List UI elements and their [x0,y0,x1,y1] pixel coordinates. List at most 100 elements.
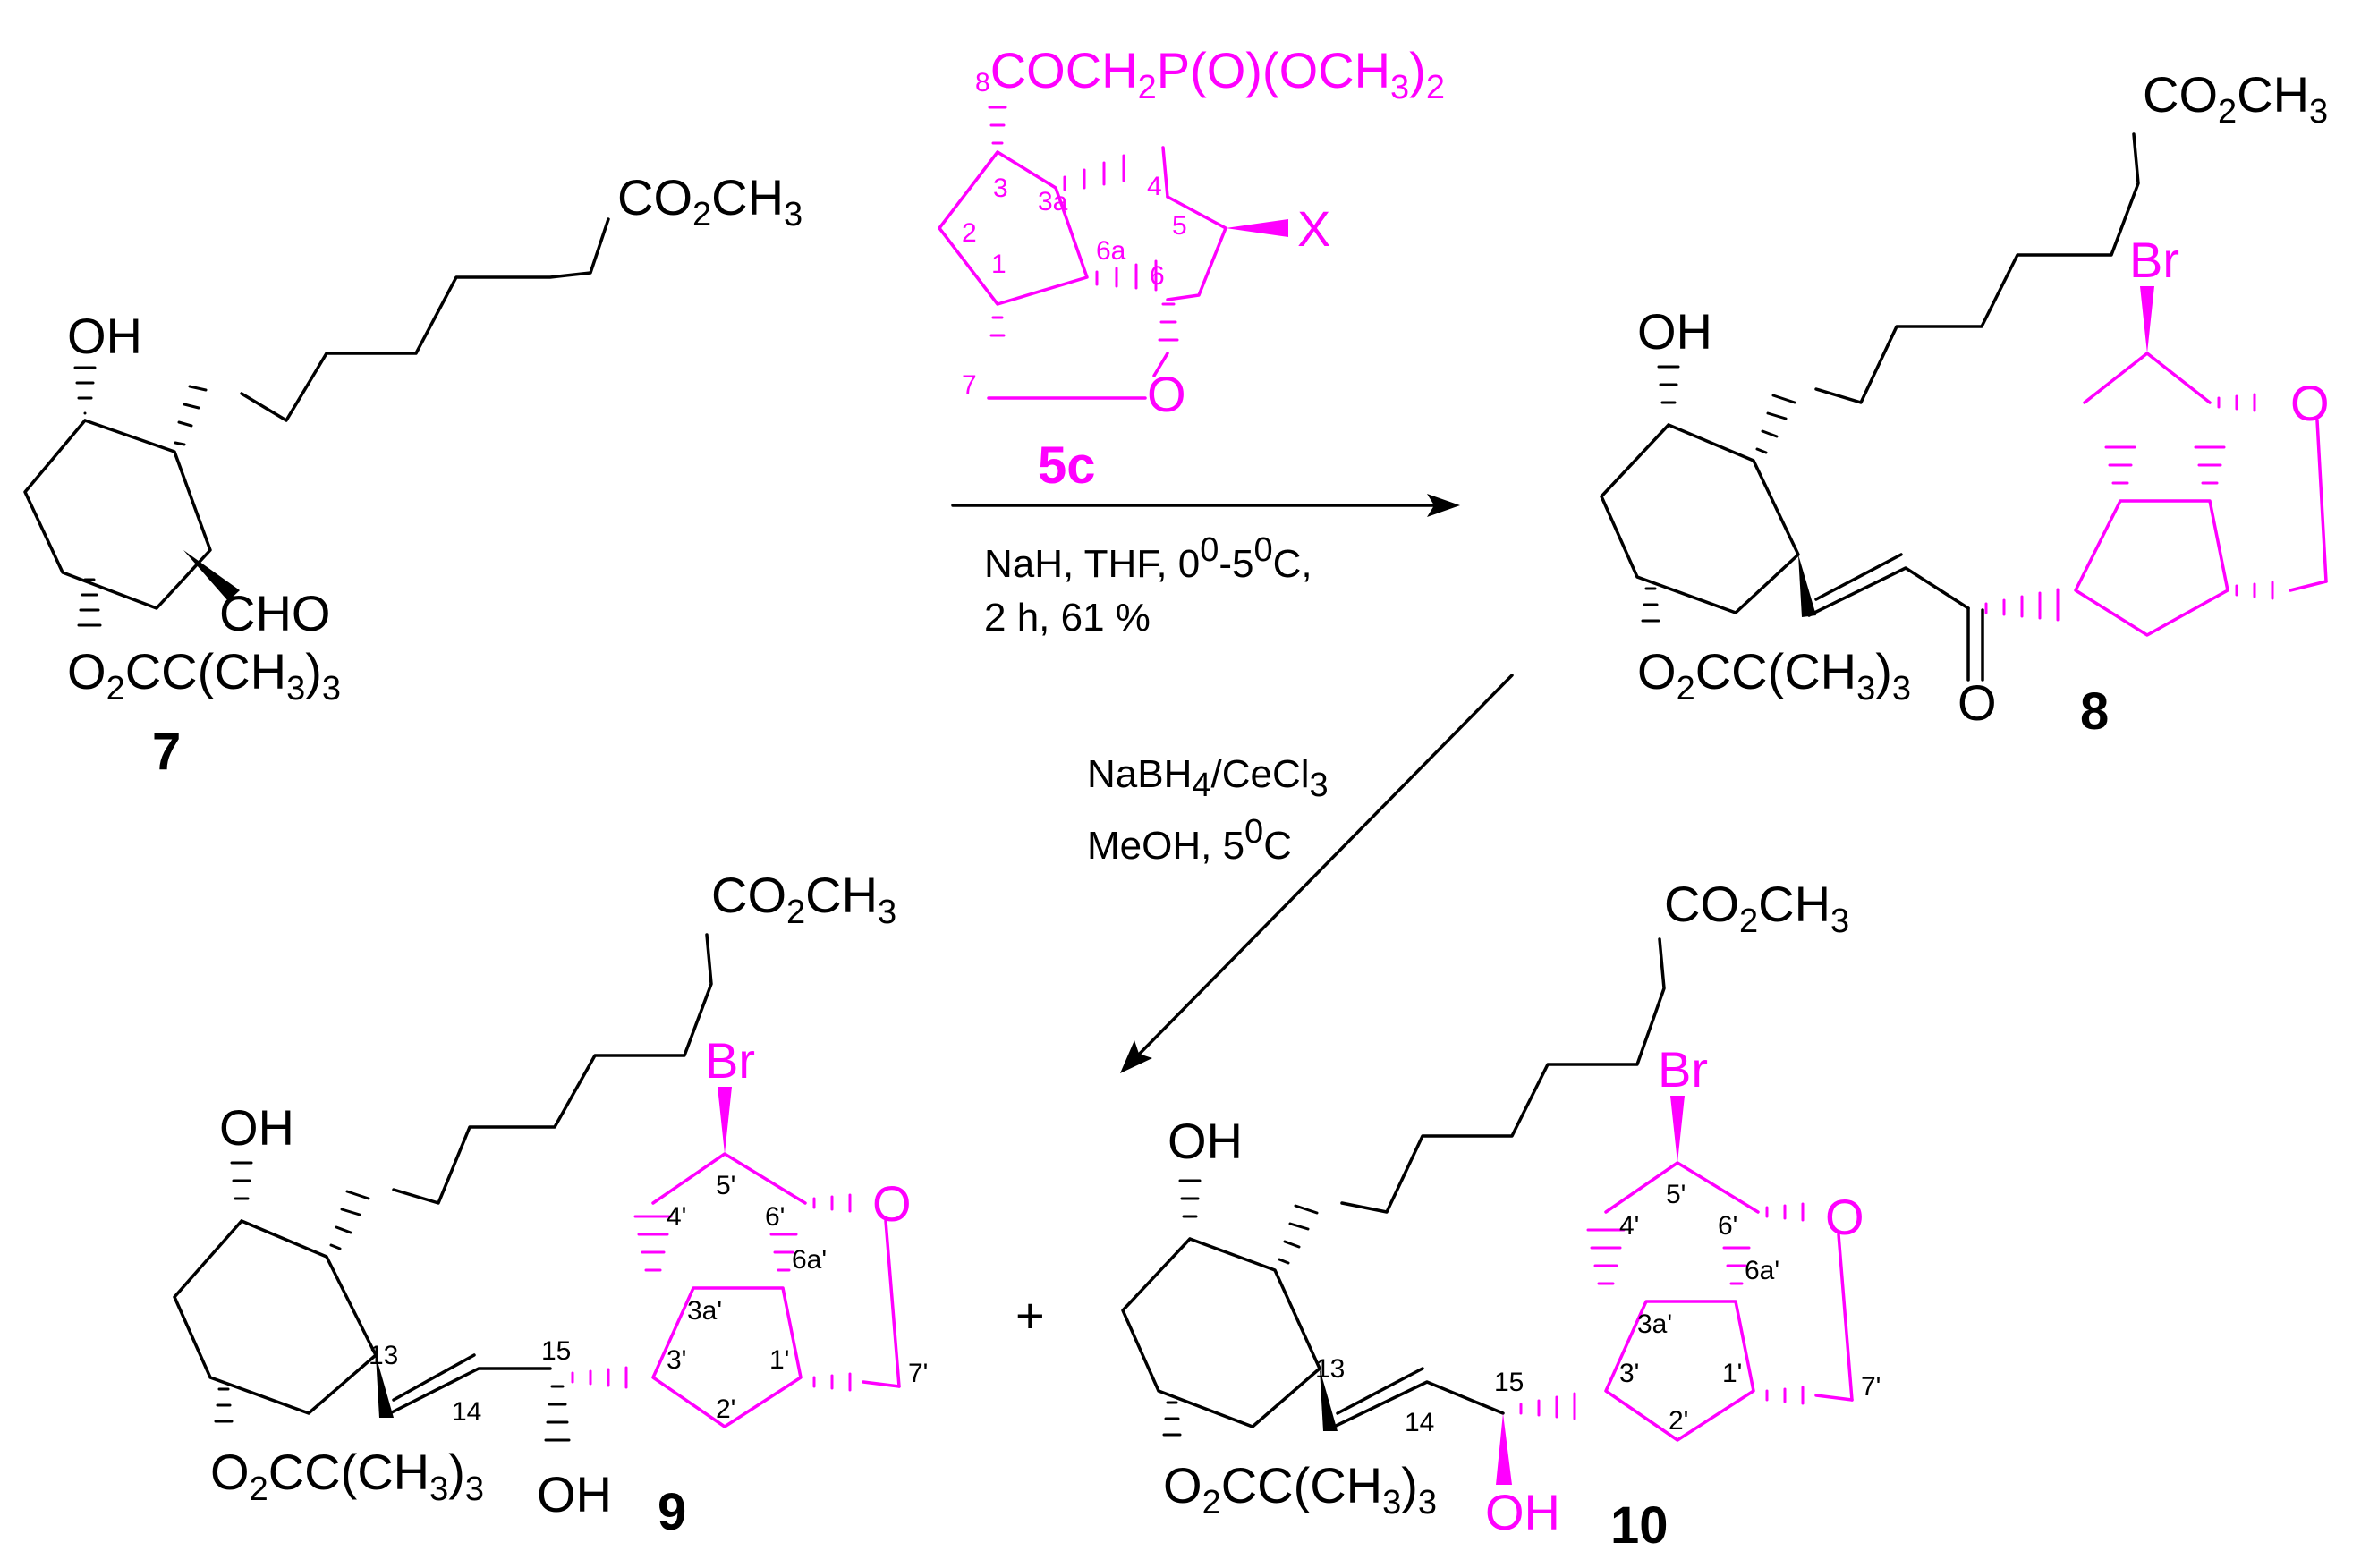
reagent-5c-n1: 1 [991,250,1006,279]
c10-oh-label: OH [1168,1113,1243,1169]
c10-n3ap: 3a' [1637,1309,1672,1339]
c10-n13: 13 [1315,1354,1345,1384]
compound-8: CO2CH3 OH Br O O2CC(CH3)3 O 8 [1600,66,2330,741]
conditions-2-line1: NaBH4/CeCl3 [1087,752,1329,804]
c10-n2p: 2' [1669,1406,1688,1436]
c9-alkyl-chain [392,933,713,1205]
c10-ring-a [1604,1300,1755,1442]
reagent-5c-n5: 5 [1172,211,1187,241]
compound-8-label: 8 [2080,682,2109,741]
c8-o-c7-bond [2315,419,2328,583]
c9-double-bond [392,1353,476,1402]
conditions-2: NaBH4/CeCl3 MeOH, 50C [1087,752,1329,868]
c10-c15-hash [1519,1392,1576,1420]
c10-alkyl-chain [1340,937,1666,1214]
c9-oh-hash-bond [230,1161,253,1200]
c10-piv-hash-bond [1162,1401,1182,1437]
c10-ester-label: CO2CH3 [1664,876,1849,940]
c8-c1-hash [2235,581,2274,600]
c9-n5p: 5' [716,1171,735,1200]
conditions-1: NaH, THF, 00-50C, 2 h, 61 % [984,531,1312,640]
c8-piv-label: O2CC(CH3)3 [1637,643,1911,708]
plus-sign: + [1015,1287,1045,1343]
c10-oh15-wedge [1496,1413,1512,1485]
c9-n6ap: 6a' [792,1245,827,1275]
c7-chain-hash-bond [174,385,208,446]
c8-ring [1600,423,1800,614]
c9-ester-label: CO2CH3 [711,867,896,931]
c10-o-label: O [1825,1189,1864,1245]
c10-ring [1121,1237,1321,1428]
c9-o-label: O [872,1175,912,1232]
c9-oh15-hash [544,1385,571,1442]
c9-fused-hashes [633,1215,798,1272]
c7-cho-label: CHO [219,585,330,641]
reagent-5c-c6-hash [1158,302,1179,342]
c10-n1p: 1' [1722,1359,1742,1388]
c7-oh-hash-bond [73,366,97,415]
c8-oh-label: OH [1637,303,1712,360]
c10-n5p: 5' [1666,1180,1686,1209]
reagent-5c-c3-hash [988,106,1007,145]
c8-alkyl-chain [1814,132,2140,404]
c9-vinyl-wedge [376,1355,394,1418]
conditions-2-line2: MeOH, 50C [1087,813,1292,868]
c10-n15: 15 [1494,1368,1524,1397]
c9-ring [173,1219,378,1415]
reagent-5c-n3a: 3a [1038,187,1068,216]
c10-double-bond [1336,1367,1424,1415]
c10-oh15-label: OH [1485,1484,1560,1540]
reagent-5c-ring-b [1166,195,1227,301]
conditions-1-line1: NaH, THF, 00-50C, [984,531,1312,586]
reagent-5c-c4-bond [1161,146,1169,199]
c8-chain-hash-bond [1755,394,1796,454]
c8-piv-hash-bond [1641,587,1660,623]
c9-c15-hash [571,1366,628,1389]
c9-allyl-chain [385,1367,552,1417]
c9-n14: 14 [452,1397,481,1427]
c8-c15-hash [1984,588,2060,622]
compound-9-label: 9 [658,1483,686,1541]
c8-ring-b-top [2083,352,2212,404]
c8-ester-label: CO2CH3 [2143,66,2328,131]
c8-c7-bond [2289,580,2328,592]
c10-oh-hash-bond [1178,1179,1202,1218]
c9-c1-hash [812,1372,852,1392]
c9-n3p: 3' [667,1345,686,1375]
conditions-1-line2: 2 h, 61 % [984,596,1151,640]
c8-br-wedge [2140,286,2154,353]
compound-5c-label: 5c [1038,436,1096,495]
c9-n4p: 4' [667,1202,686,1232]
reagent-5c-n3: 3 [993,174,1008,203]
c9-oh-label: OH [219,1099,294,1156]
c10-fused-hashes [1586,1228,1751,1285]
reagent-5c-x-label: X [1297,200,1330,257]
c8-o-label: O [2290,375,2330,431]
c8-fused-hashes [2104,445,2226,485]
reagent-5c-n6a: 6a [1096,236,1126,266]
c10-n4p: 4' [1619,1211,1639,1241]
reagent-5c-n4: 4 [1147,172,1162,201]
compound-10: CO2CH3 OH Br O O2CC(CH3)3 OH 13 14 15 5'… [1121,876,1881,1555]
c8-br-label: Br [2129,232,2179,288]
c9-n13: 13 [369,1341,398,1370]
c10-o-hash [1765,1202,1805,1222]
reagent-5c-o-label: O [1147,366,1186,422]
c9-c7-bond [862,1380,901,1388]
reagent-5c: 8COCH2P(O)(OCH3)2 [938,42,1445,495]
c10-chain-hash-bond [1278,1204,1319,1265]
c9-n6p: 6' [765,1202,785,1232]
compound-7: CO2CH3 OH CHO O2CC(CH3)3 7 [23,169,803,781]
reagent-5c-x-wedge [1226,219,1288,237]
c9-n2p: 2' [716,1394,735,1424]
c10-n6ap: 6a' [1745,1256,1779,1285]
c10-n14: 14 [1405,1408,1434,1437]
compound-10-label: 10 [1610,1496,1669,1555]
c7-ring [23,419,212,610]
reagent-5c-fused-hashes [1063,154,1158,292]
c8-o-hash [2217,393,2256,412]
c8-double-bond [1814,553,1903,601]
reagent-5c-c6-o-bond [1152,352,1169,377]
c9-br-label: Br [705,1032,755,1089]
compound-7-label: 7 [152,723,181,781]
